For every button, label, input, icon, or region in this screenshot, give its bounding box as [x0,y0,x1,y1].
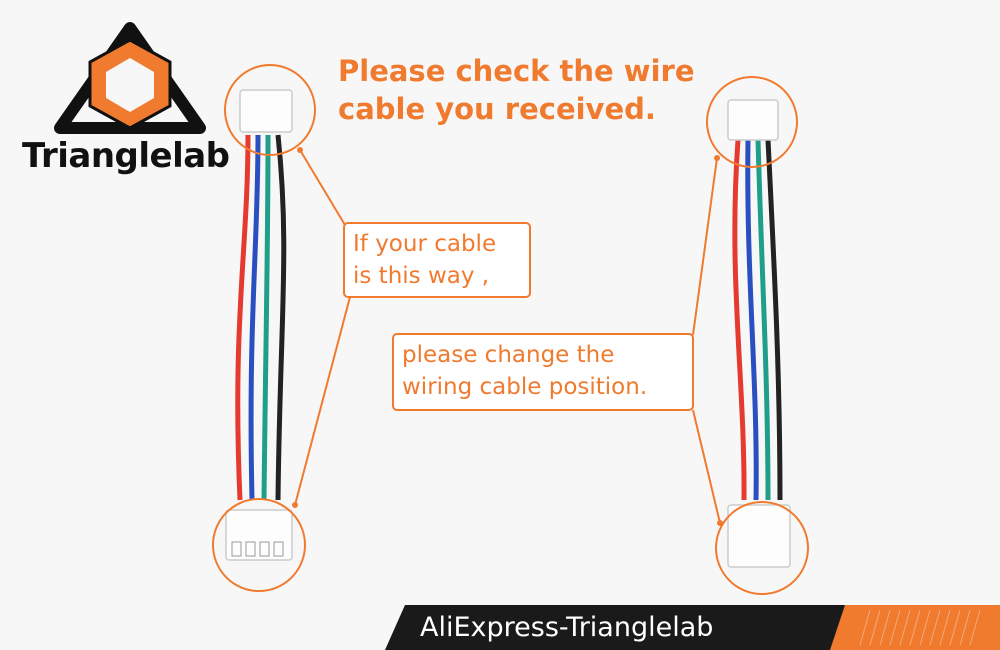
callout-note-2-line-2: wiring cable position. [402,374,648,400]
right-cable [692,76,809,595]
headline: Please check the wire cable you received… [338,52,738,128]
callout-note-1: If your cable is this way , [343,222,531,298]
brand-name: Trianglelab [22,136,230,176]
trianglelab-logo-icon [54,22,206,134]
callout-note-1-line-2: is this way , [353,263,490,289]
headline-line-1: Please check the wire [338,54,695,88]
footer-banner [385,605,1000,650]
callout-note-2-line-1: please change the [402,342,615,368]
headline-line-2: cable you received. [338,92,656,126]
footer-text: AliExpress-Trianglelab [420,612,714,643]
left-cable [212,64,351,592]
callout-note-2: please change the wiring cable position. [392,333,694,411]
callout-note-1-line-1: If your cable [353,231,497,257]
